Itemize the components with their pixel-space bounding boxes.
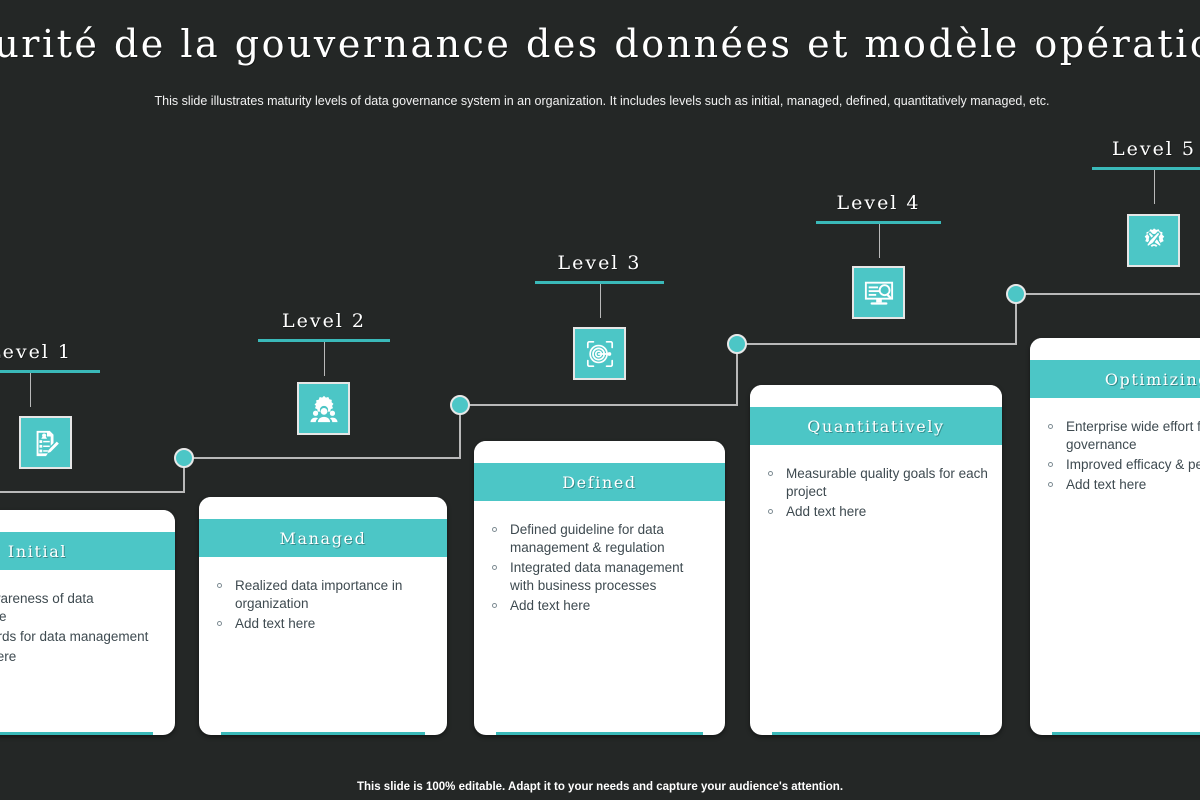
level-label-3: Level 3 — [557, 252, 642, 274]
gear-tools-settings-icon[interactable] — [1127, 214, 1180, 267]
list-item: Add text here — [213, 615, 433, 633]
level-rule-5 — [1092, 167, 1200, 170]
card-accent-bar — [0, 732, 153, 735]
card-top-strip — [474, 441, 725, 463]
level-label-1: Level 1 — [0, 341, 73, 363]
list-item: Integrated data management with business… — [488, 559, 711, 595]
maturity-card-managed[interactable]: Managed Realized data importance in orga… — [199, 497, 447, 735]
bullet-list-initial: Lack of awareness of data governance No … — [0, 590, 161, 666]
list-item: Add text here — [488, 597, 711, 615]
card-top-strip — [750, 385, 1002, 407]
footer-note: This slide is 100% editable. Adapt it to… — [356, 781, 844, 793]
card-top-strip — [0, 510, 175, 532]
level-marker-3[interactable]: Level 3 — [535, 252, 664, 318]
connector-node-4 — [1006, 284, 1026, 304]
list-item: Improved efficacy & performance — [1044, 456, 1200, 474]
card-body-managed: Realized data importance in organization… — [199, 557, 447, 633]
target-arrow-focus-icon[interactable] — [573, 327, 626, 380]
level-stem-1 — [30, 373, 31, 407]
list-item: Measurable quality goals for each projec… — [764, 465, 988, 501]
level-label-5: Level 5 — [1111, 138, 1197, 160]
level-rule-1 — [0, 370, 100, 373]
level-marker-1[interactable]: Level 1 — [0, 341, 100, 407]
card-body-quantitatively: Measurable quality goals for each projec… — [750, 445, 1002, 521]
page-title: Maturité de la gouvernance des données e… — [0, 22, 1200, 66]
card-accent-bar — [221, 732, 425, 735]
list-item: No standards for data management — [0, 628, 161, 646]
bullet-list-managed: Realized data importance in organization… — [213, 577, 433, 633]
level-rule-3 — [535, 281, 664, 284]
list-item: Defined guideline for data management & … — [488, 521, 711, 557]
level-marker-2[interactable]: Level 2 — [258, 310, 390, 376]
card-accent-bar — [1052, 732, 1200, 735]
card-top-strip — [1030, 338, 1200, 360]
maturity-card-defined[interactable]: Defined Defined guideline for data manag… — [474, 441, 725, 735]
gear-people-team-icon[interactable] — [297, 382, 350, 435]
card-title-managed: Managed — [199, 519, 447, 557]
maturity-card-initial[interactable]: Initial Lack of awareness of data govern… — [0, 510, 175, 735]
card-title-optimizing: Optimizing — [1030, 360, 1200, 398]
monitor-magnifier-analysis-icon[interactable] — [852, 266, 905, 319]
level-label-4: Level 4 — [836, 192, 921, 214]
connector-path-4 — [737, 293, 1200, 345]
list-item: Lack of awareness of data governance — [0, 590, 161, 626]
bullet-list-quantitatively: Measurable quality goals for each projec… — [764, 465, 988, 521]
level-rule-4 — [816, 221, 941, 224]
level-rule-2 — [258, 339, 390, 342]
card-body-defined: Defined guideline for data management & … — [474, 501, 725, 615]
level-label-2: Level 2 — [281, 310, 367, 332]
level-marker-4[interactable]: Level 4 — [816, 192, 941, 258]
level-marker-5[interactable]: Level 5 — [1092, 138, 1200, 204]
connector-node-1 — [174, 448, 194, 468]
level-stem-4 — [878, 224, 880, 258]
card-top-strip — [199, 497, 447, 519]
card-title-initial: Initial — [0, 532, 175, 570]
card-body-optimizing: Enterprise wide effort for data governan… — [1030, 398, 1200, 494]
card-accent-bar — [496, 732, 703, 735]
card-title-defined: Defined — [474, 463, 725, 501]
level-stem-2 — [324, 342, 325, 376]
card-body-initial: Lack of awareness of data governance No … — [0, 570, 175, 666]
card-accent-bar — [772, 732, 980, 735]
bullet-list-defined: Defined guideline for data management & … — [488, 521, 711, 615]
level-stem-5 — [1154, 170, 1155, 204]
list-item: Add text here — [764, 503, 988, 521]
list-item: Realized data importance in organization — [213, 577, 433, 613]
list-item: Add text here — [1044, 476, 1200, 494]
document-checklist-pencil-icon[interactable] — [19, 416, 72, 469]
connector-node-3 — [727, 334, 747, 354]
list-item: Add text here — [0, 648, 161, 666]
maturity-card-optimizing[interactable]: Optimizing Enterprise wide effort for da… — [1030, 338, 1200, 735]
level-stem-3 — [599, 284, 601, 318]
connector-node-2 — [450, 395, 470, 415]
maturity-card-quantitatively[interactable]: Quantitatively Measurable quality goals … — [750, 385, 1002, 735]
list-item: Enterprise wide effort for data governan… — [1044, 418, 1200, 454]
page-subtitle: This slide illustrates maturity levels o… — [154, 94, 1050, 108]
bullet-list-optimizing: Enterprise wide effort for data governan… — [1044, 418, 1200, 494]
card-title-quantitatively: Quantitatively — [750, 407, 1002, 445]
